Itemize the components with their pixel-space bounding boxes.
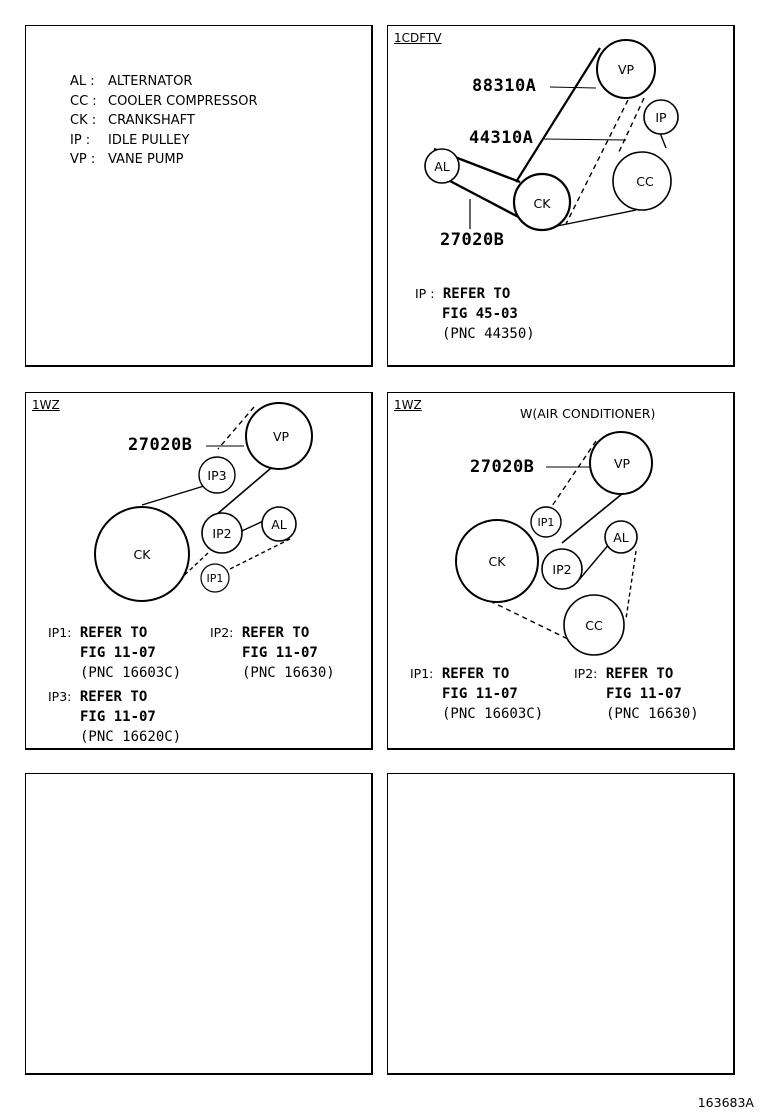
panel-1cdftv: 1CDFTV VP IP AL CC CK 88310A 44310A 2702…: [387, 25, 735, 367]
pulley-label-ck: CK: [534, 196, 552, 211]
pulley-label-vp: VP: [618, 62, 635, 77]
pulley-label-vp: VP: [614, 456, 631, 471]
reference-note-ip2: IP2: REFER TO FIG 11-07 (PNC 16630): [574, 666, 699, 722]
pulley-label-ip2: IP2: [212, 526, 231, 541]
engine-tag: 1CDFTV: [394, 31, 442, 45]
part-number-27020b: 27020B: [440, 230, 505, 250]
part-number-27020b: 27020B: [470, 457, 535, 477]
engine-tag: 1WZ: [394, 398, 422, 412]
reference-note-ip3: IP3: REFER TO FIG 11-07 (PNC 16620C): [48, 689, 182, 745]
belt-diagram-1wz: VP IP3 CK IP2 AL IP1: [94, 402, 313, 602]
pulley-label-ck: CK: [489, 554, 507, 569]
part-number-27020b: 27020B: [128, 435, 193, 455]
part-number-88310a: 88310A: [472, 76, 537, 96]
pulley-label-vp: VP: [273, 429, 290, 444]
empty-panel-right: [387, 773, 735, 1075]
pulley-label-al: AL: [271, 517, 287, 532]
legend-item: VP :VANE PUMP: [70, 152, 184, 167]
pulley-label-cc: CC: [585, 618, 603, 633]
panel-1wz-air-conditioner: 1WZ W(AIR CONDITIONER) VP IP1 CK IP2 AL …: [387, 392, 735, 750]
belt-diagram-1cdftv: VP IP AL CC CK: [424, 39, 679, 232]
pulley-label-cc: CC: [636, 174, 654, 189]
pulley-label-ip: IP: [655, 110, 667, 125]
pulley-label-ip2: IP2: [552, 562, 571, 577]
figure-id: 163683A: [697, 1095, 754, 1110]
reference-note-ip1: IP1: REFER TO FIG 11-07 (PNC 16603C): [48, 625, 182, 681]
legend-panel: AL :ALTERNATOR CC :COOLER COMPRESSOR CK …: [25, 25, 373, 367]
legend-item: IP :IDLE PULLEY: [70, 132, 190, 148]
pulley-label-ip1: IP1: [207, 572, 224, 585]
legend-item: CC :COOLER COMPRESSOR: [70, 93, 258, 109]
engine-tag: 1WZ: [32, 398, 60, 412]
pulley-label-al: AL: [434, 159, 450, 174]
variant-title: W(AIR CONDITIONER): [520, 406, 656, 421]
legend-item: CK :CRANKSHAFT: [70, 113, 195, 128]
pulley-label-ck: CK: [134, 547, 152, 562]
reference-note-ip2: IP2: REFER TO FIG 11-07 (PNC 16630): [210, 625, 335, 681]
reference-note-ip: IP : REFER TO FIG 45-03 (PNC 44350): [415, 286, 535, 342]
belt-diagram-1wz-ac: VP IP1 CK IP2 AL CC: [455, 431, 653, 656]
empty-panel-left: [25, 773, 373, 1075]
part-number-44310a: 44310A: [469, 128, 534, 148]
pulley-label-ip1: IP1: [538, 516, 555, 529]
pulley-label-ip3: IP3: [207, 468, 226, 483]
panel-1wz: 1WZ VP IP3 CK IP2 AL IP1 27020B IP1: REF…: [25, 392, 373, 750]
pulley-label-al: AL: [613, 530, 629, 545]
reference-note-ip1: IP1: REFER TO FIG 11-07 (PNC 16603C): [410, 666, 544, 722]
legend-list: AL :ALTERNATOR CC :COOLER COMPRESSOR CK …: [70, 72, 258, 170]
legend-item: AL :ALTERNATOR: [70, 74, 193, 89]
